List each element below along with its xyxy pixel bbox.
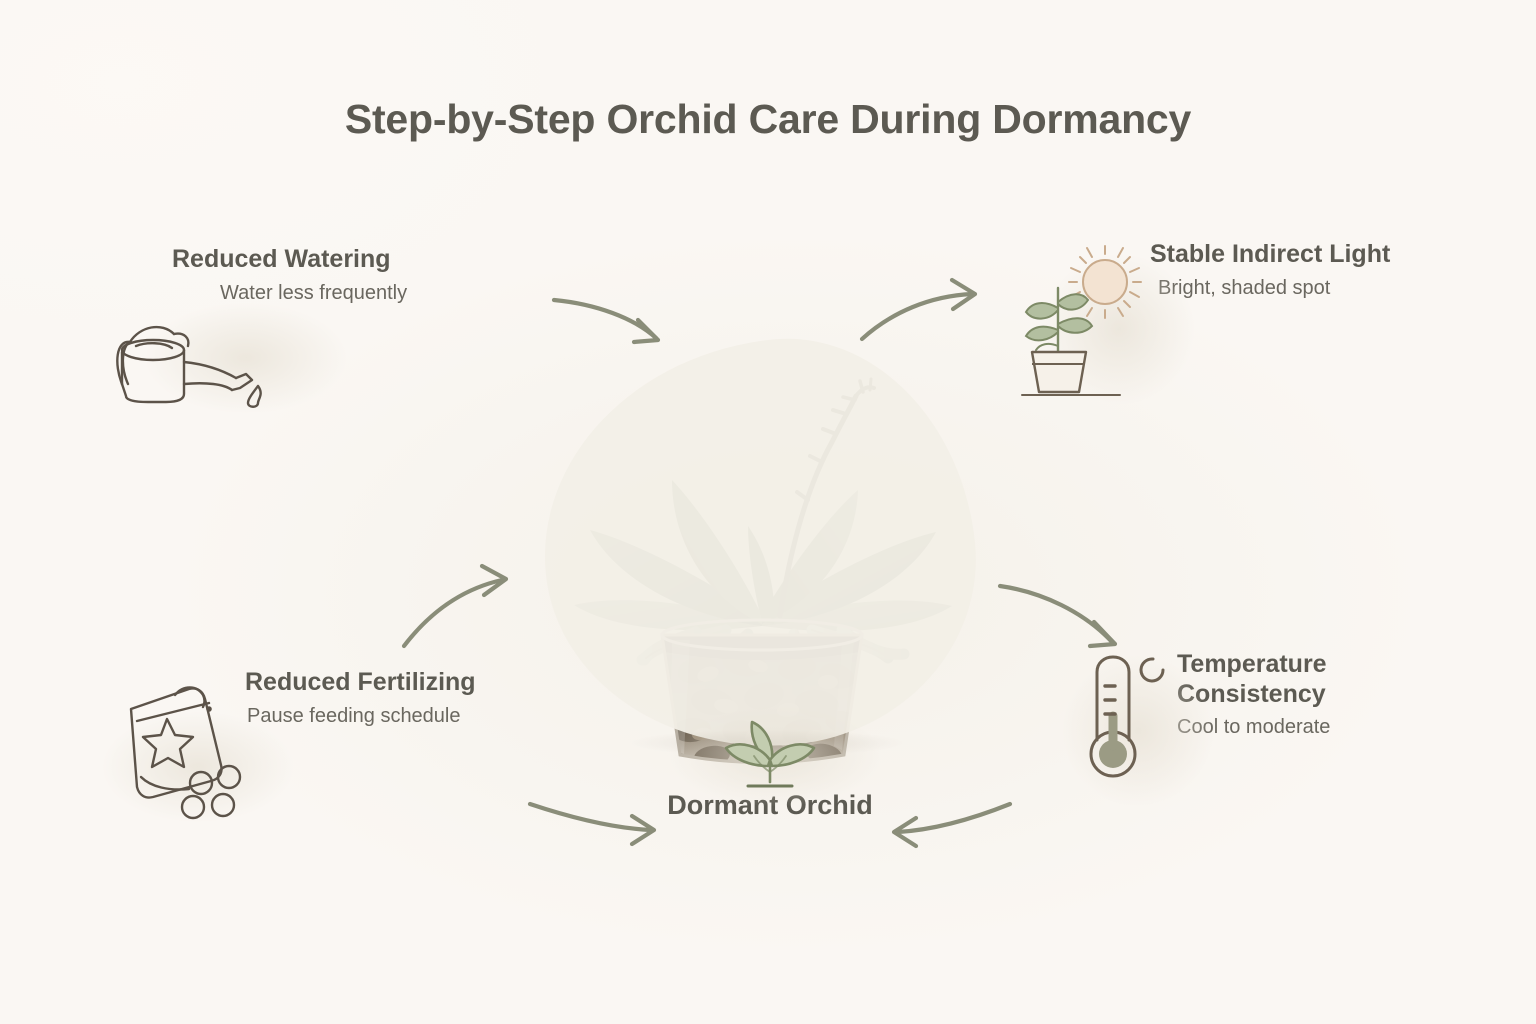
step-subtitle: Pause feeding schedule xyxy=(247,704,461,727)
sun-and-potted-plant-icon xyxy=(1020,240,1155,400)
step-stable-indirect-light: Stable Indirect Light Bright, shaded spo… xyxy=(1020,240,1460,404)
step-subtitle: Cool to moderate xyxy=(1177,716,1331,738)
sprout-icon xyxy=(710,702,830,797)
page-title: Step-by-Step Orchid Care During Dormancy xyxy=(344,96,1192,142)
arrow-fertilizing-to-center xyxy=(401,563,509,649)
sun-icon xyxy=(1068,245,1142,319)
step-title: Reduced Fertilizing xyxy=(245,668,476,696)
fertilizer-bag-icon xyxy=(105,673,245,820)
step-reduced-watering: Reduced Watering Water less frequently xyxy=(100,245,530,413)
step-title: Stable Indirect Light xyxy=(1150,240,1391,268)
step-subtitle: Water less frequently xyxy=(220,281,408,304)
step-title: Temperature Consistency xyxy=(1177,650,1327,708)
center-node-dormant-orchid: Dormant Orchid xyxy=(590,706,950,821)
arrow-center-to-temperature xyxy=(997,583,1118,649)
potted-plant-icon xyxy=(1021,286,1121,396)
step-reduced-fertilizing: Reduced Fertilizing Pause feeding schedu… xyxy=(95,668,565,822)
step-title: Reduced Watering xyxy=(172,245,391,273)
thermometer-icon xyxy=(1065,650,1175,785)
watering-can-icon xyxy=(100,300,270,410)
step-subtitle: Bright, shaded spot xyxy=(1158,276,1331,299)
step-temperature-consistency: Temperature Consistency Cool to moderate xyxy=(1063,650,1445,806)
